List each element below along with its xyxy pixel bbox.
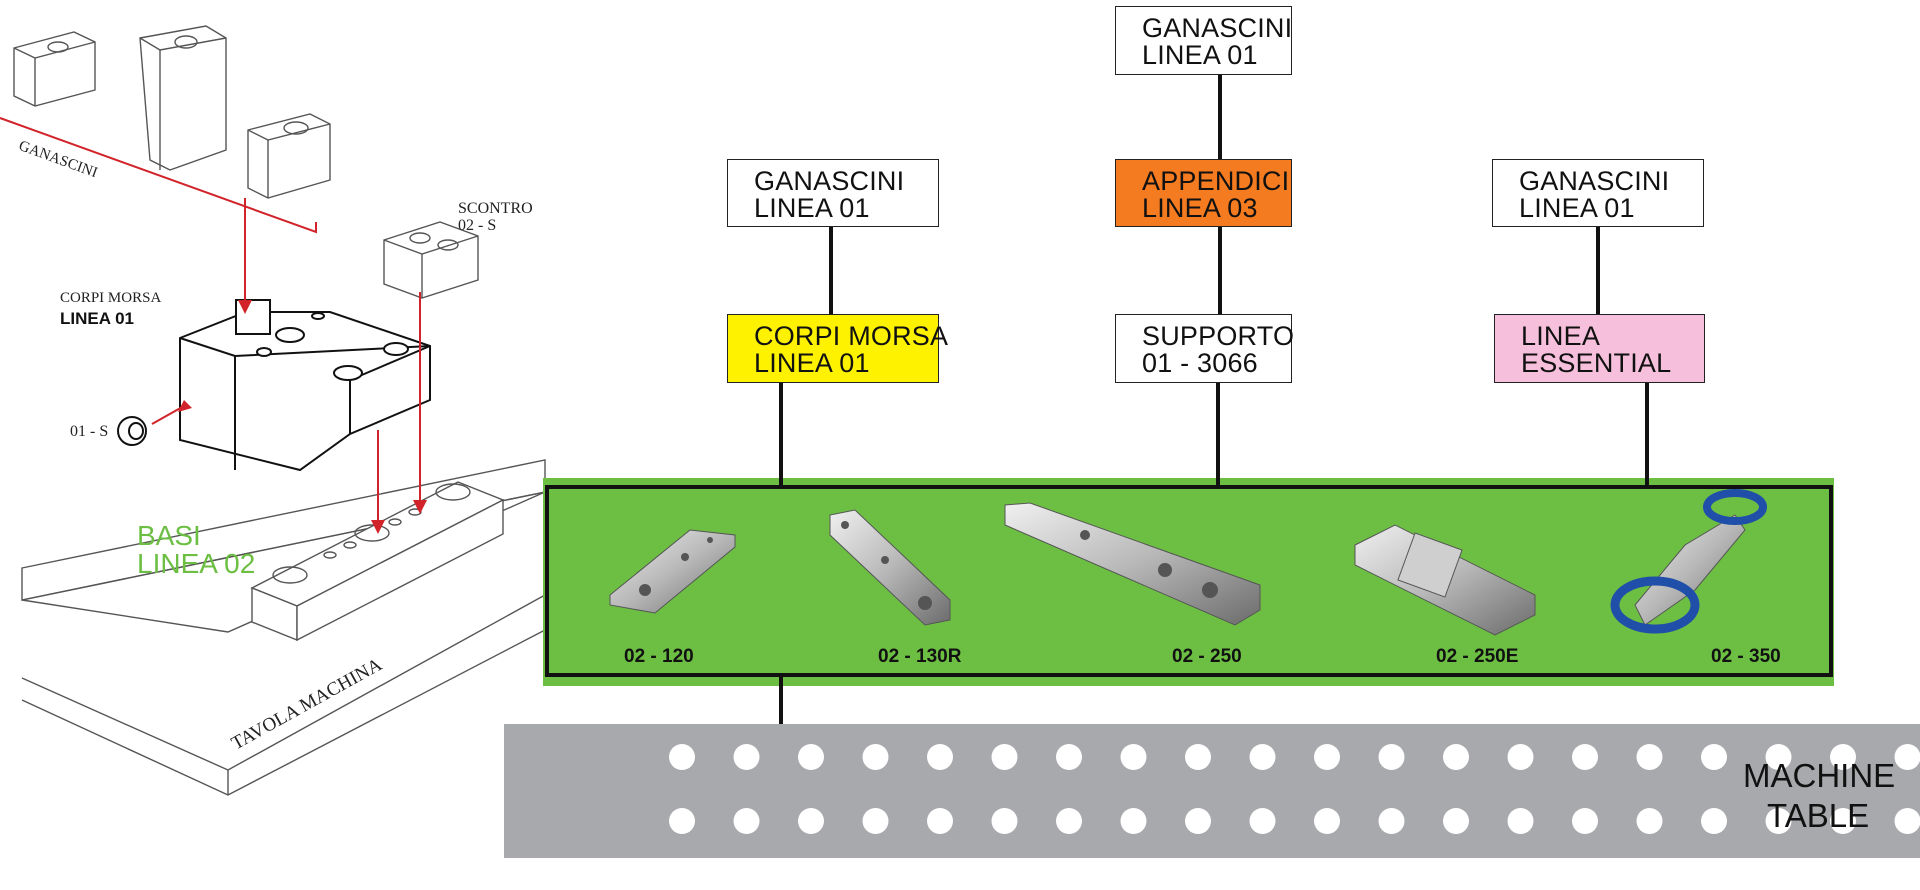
machine-table-holes	[669, 744, 1920, 834]
table-hole	[862, 808, 889, 834]
table-hole	[669, 808, 695, 834]
box-line: ESSENTIAL	[1521, 348, 1672, 378]
table-hole	[798, 808, 824, 834]
box-line: APPENDICI	[1142, 166, 1290, 196]
product-label-02-130r: 02 - 130R	[878, 646, 962, 667]
product-label-02-250e: 02 - 250E	[1436, 646, 1519, 667]
box-line: LINEA 03	[1142, 193, 1258, 223]
table-hole	[1378, 808, 1405, 834]
product-02-120-image	[609, 529, 736, 614]
connector-col3-top	[1596, 226, 1600, 314]
table-hole	[1701, 808, 1727, 834]
label-part-01s: 01 - S	[70, 423, 109, 440]
table-hole	[1120, 744, 1147, 770]
connector-col2-top	[1218, 74, 1222, 160]
box-line: CORPI MORSA	[754, 321, 949, 351]
table-hole	[1830, 808, 1856, 834]
table-hole	[1314, 808, 1340, 834]
connector-to-table	[779, 677, 783, 732]
box-line: LINEA	[1521, 321, 1601, 351]
box-ganascini-col3: GANASCINI LINEA 01	[1492, 159, 1704, 227]
table-hole	[1056, 744, 1082, 770]
table-hole	[1894, 744, 1920, 770]
box-line: SUPPORTO	[1142, 321, 1295, 351]
vise-body-drawing	[117, 299, 431, 472]
table-hole	[1185, 744, 1211, 770]
table-hole	[1314, 744, 1340, 770]
machine-table-label-line1: MACHINE	[1743, 757, 1896, 794]
table-hole	[1056, 808, 1082, 834]
connector-col3-bottom	[1645, 382, 1649, 485]
box-line: LINEA 01	[1142, 40, 1258, 70]
table-hole	[1830, 744, 1856, 770]
table-hole	[1572, 744, 1598, 770]
table-hole	[1636, 808, 1663, 834]
product-02-250-image	[1004, 502, 1261, 626]
product-label-02-250: 02 - 250	[1172, 646, 1242, 667]
table-hole	[733, 808, 760, 834]
machine-table-label-line2: TABLE	[1767, 797, 1870, 834]
line-art	[13, 25, 546, 796]
table-hole	[1120, 808, 1147, 834]
table-hole	[1185, 808, 1211, 834]
connector-col1-top	[829, 226, 833, 314]
label-scontro-code: 02 - S	[458, 217, 497, 234]
table-hole	[1572, 808, 1598, 834]
bases-frame	[545, 485, 1833, 677]
product-label-02-350: 02 - 350	[1711, 646, 1781, 667]
table-hole	[1249, 808, 1276, 834]
table-hole	[733, 744, 760, 770]
box-ganascini-col1: GANASCINI LINEA 01	[727, 159, 939, 227]
label-basi-line1: BASI	[137, 520, 201, 551]
connector-col1-bottom	[779, 382, 783, 485]
box-line: LINEA 01	[754, 193, 870, 223]
table-hole	[927, 744, 953, 770]
table-hole	[1636, 744, 1663, 770]
product-02-250e-image	[1354, 524, 1536, 636]
machine-table: MACHINE TABLE	[504, 724, 1920, 858]
box-line: LINEA 01	[754, 348, 870, 378]
connector-col2-bottom	[1216, 382, 1220, 485]
label-scontro: SCONTRO	[458, 200, 533, 217]
table-hole	[1249, 744, 1276, 770]
connector-col2-mid	[1218, 226, 1222, 314]
box-line: GANASCINI	[1142, 13, 1293, 43]
table-hole	[1443, 744, 1469, 770]
product-02-130r-image	[829, 509, 951, 626]
label-corpi-morsa-linea: LINEA 01	[60, 309, 135, 328]
table-hole	[991, 744, 1018, 770]
table-hole	[927, 808, 953, 834]
label-basi: BASI LINEA 02	[137, 522, 255, 578]
box-linea-essential: LINEA ESSENTIAL	[1494, 314, 1705, 383]
box-supporto: SUPPORTO 01 - 3066	[1115, 314, 1295, 383]
product-02-350-image	[1610, 489, 1767, 634]
box-line: 01 - 3066	[1142, 348, 1258, 378]
table-hole	[1378, 744, 1405, 770]
box-line: GANASCINI	[1519, 166, 1670, 196]
box-line: LINEA 01	[1519, 193, 1635, 223]
arrow-heads	[178, 300, 427, 534]
label-basi-line2: LINEA 02	[137, 548, 256, 579]
assembly-arrows	[0, 117, 421, 520]
table-hole	[1894, 808, 1920, 834]
table-hole	[669, 744, 695, 770]
table-hole	[1443, 808, 1469, 834]
box-line: GANASCINI	[754, 166, 905, 196]
box-ganascini-col2: GANASCINI LINEA 01	[1115, 6, 1292, 75]
table-hole	[991, 808, 1018, 834]
table-hole	[798, 744, 824, 770]
table-hole	[1765, 808, 1792, 834]
table-hole	[1507, 744, 1534, 770]
box-appendici: APPENDICI LINEA 03	[1115, 159, 1292, 227]
label-corpi-morsa: CORPI MORSA	[60, 290, 162, 306]
box-corpi-morsa: CORPI MORSA LINEA 01	[727, 314, 949, 383]
table-hole	[1701, 744, 1727, 770]
table-hole	[1507, 808, 1534, 834]
table-hole	[1765, 744, 1792, 770]
product-label-02-120: 02 - 120	[624, 646, 694, 667]
products-illustrations	[609, 489, 1767, 636]
table-hole	[862, 744, 889, 770]
